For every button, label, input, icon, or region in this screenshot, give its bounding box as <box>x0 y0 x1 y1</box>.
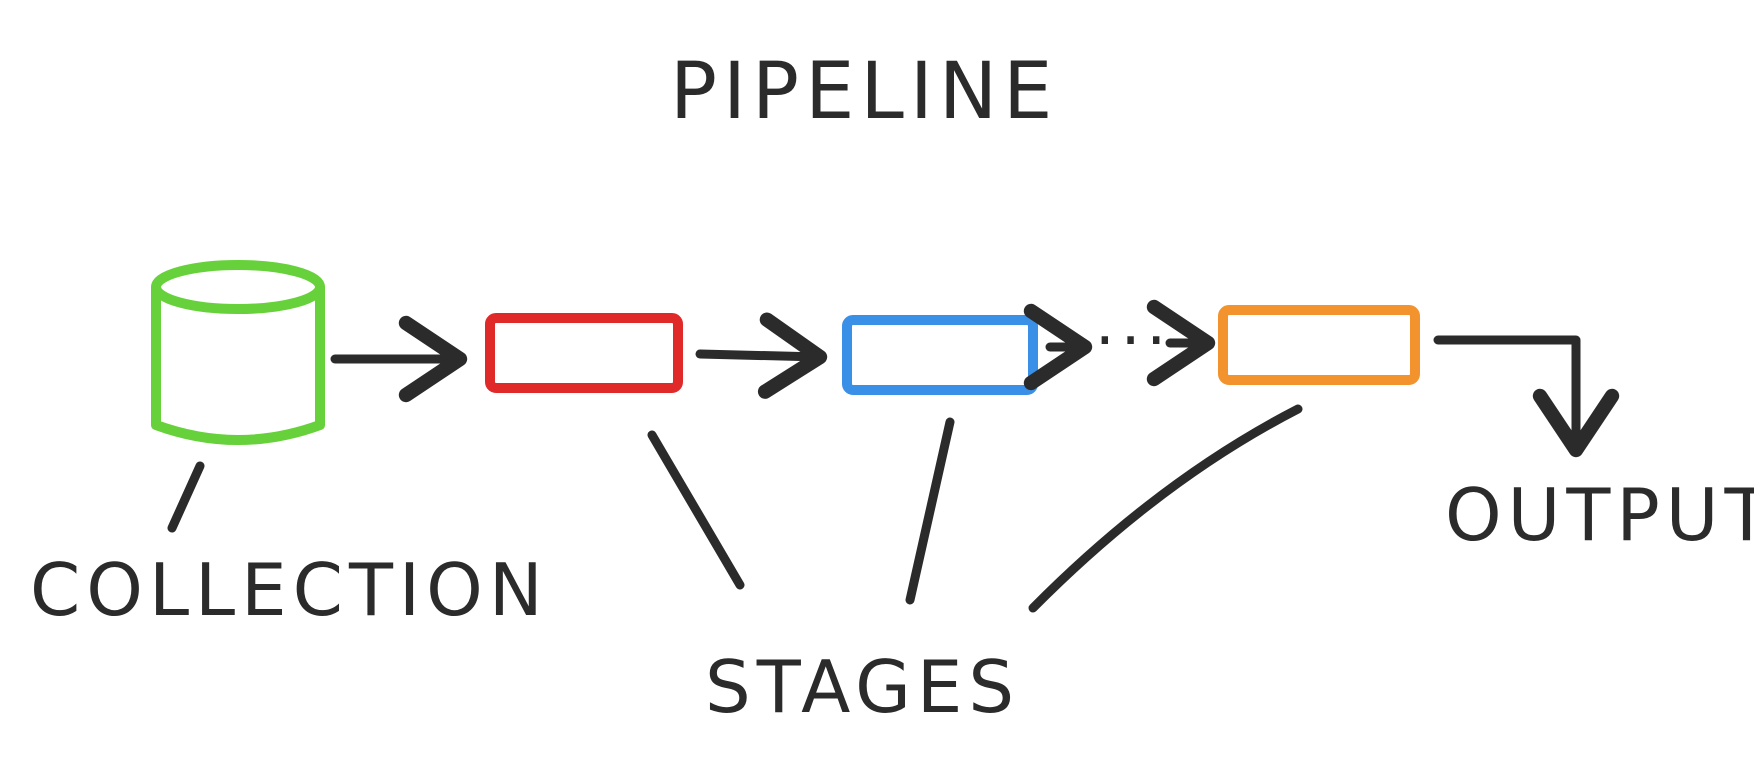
output-label: OUTPUT <box>1445 473 1754 557</box>
ellipsis-label: ··· <box>1095 304 1172 377</box>
stage-box-3 <box>1218 305 1420 385</box>
stages-pointer-line-1 <box>647 430 745 590</box>
collection-cylinder <box>151 260 325 445</box>
arrow-stage3-to-output <box>1433 335 1620 458</box>
stage-box-2 <box>842 315 1038 395</box>
stages-pointer-line-3 <box>1028 404 1303 613</box>
arrow-stage1-to-stage2 <box>695 312 828 399</box>
stage-box-1 <box>485 313 683 393</box>
stages-pointer-line-2 <box>905 417 955 605</box>
diagram-title: PIPELINE <box>670 47 1058 137</box>
collection-label: COLLECTION <box>30 548 549 632</box>
collection-pointer-line <box>167 461 205 533</box>
stages-label: STAGES <box>705 645 1020 729</box>
